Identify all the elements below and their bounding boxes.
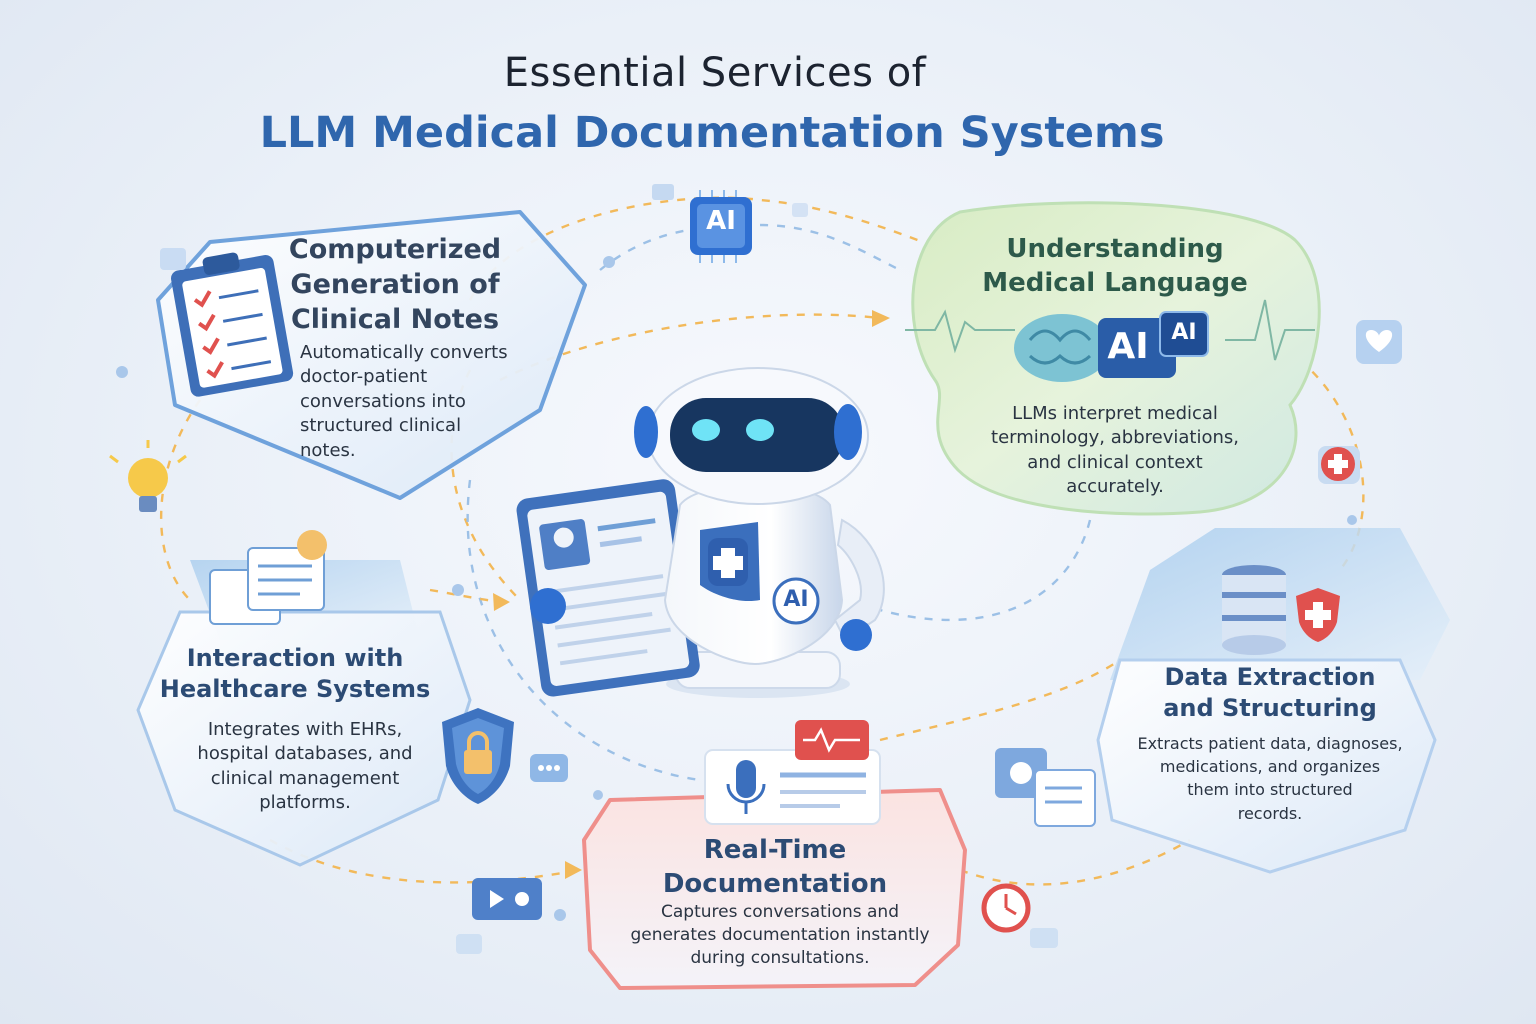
card-clinical-notes (156, 210, 587, 500)
robot-illustration (516, 367, 885, 698)
heartbeat-monitor-icon (795, 720, 869, 760)
card-healthcare-systems-frame (136, 610, 472, 867)
connector-bottom-arc (959, 838, 1191, 886)
real-time-description: Captures conversations and generates doc… (630, 902, 930, 969)
microphone-icon (704, 749, 881, 825)
data-extraction-title: Data Extraction and Structuring (1163, 663, 1377, 723)
heartbeat-line-icon (1225, 299, 1315, 361)
arrowhead (872, 310, 890, 327)
connector-center-ring (466, 479, 701, 782)
clipboard-checklist-icon (171, 252, 294, 397)
card-real-time (582, 720, 967, 990)
clinical-notes-title: Computerized Generation of Clinical Note… (288, 234, 502, 336)
path-dot (603, 256, 615, 268)
data-extraction-description: Extracts patient data, diagnoses, medica… (1137, 734, 1403, 823)
path-dot (452, 584, 464, 596)
page-title-line1: Essential Services of (503, 50, 927, 96)
real-time-title: Real-Time Documentation (662, 835, 888, 899)
clinical-notes-description: Automatically converts doctor-patient co… (300, 342, 508, 461)
card-data-extraction (1096, 528, 1450, 874)
ai-chip-icon (690, 190, 752, 263)
path-dot (593, 790, 603, 800)
healthcare-systems-title: Interaction with Healthcare Systems (159, 644, 431, 704)
robot-ai-badge (772, 577, 820, 625)
connector-left-inner (450, 369, 521, 601)
medical-language-description: LLMs interpret medical terminology, abbr… (991, 403, 1239, 498)
ai-chip-label: AI (706, 206, 736, 236)
small-square-icon (792, 203, 808, 217)
heartbeat-line-icon (905, 309, 1015, 354)
page-title-line2: LLM Medical Documentation Systems (259, 108, 1165, 158)
star-badge-icon (1030, 928, 1058, 948)
star-badge-icon (652, 184, 674, 200)
clock-icon (981, 883, 1031, 933)
documents-icon (209, 530, 327, 625)
database-icon (1222, 565, 1340, 655)
healthcare-systems-description: Integrates with EHRs, hospital databases… (197, 719, 413, 814)
star-badge-icon (160, 248, 186, 270)
connector-bottom-right (879, 659, 1121, 742)
brain-ai-icon (1014, 311, 1209, 382)
connector-notes-to-language (499, 313, 881, 382)
star-badge-icon (456, 934, 482, 954)
card-data-extraction-frame (1096, 658, 1437, 874)
chat-media-icon (472, 878, 542, 920)
connector-arc-top-inner (599, 223, 901, 272)
card-real-time-frame (582, 788, 967, 990)
brain-ai-label: AI (1107, 326, 1149, 367)
medical-cross-icon (1318, 446, 1360, 484)
path-dot (554, 909, 566, 921)
path-dot (116, 366, 128, 378)
clipboard-icon (516, 479, 700, 697)
brain-ai-small-label: AI (1171, 320, 1197, 345)
medical-language-title: Understanding Medical Language (982, 234, 1248, 298)
connector-right-inner (879, 519, 1092, 622)
connector-left-loop (160, 399, 201, 601)
robot-ai-badge-label: AI (783, 587, 809, 612)
card-healthcare-systems (136, 530, 568, 867)
lightbulb-icon (109, 440, 187, 512)
settings-document-icon (995, 748, 1096, 827)
shield-lock-icon (442, 708, 514, 804)
heart-icon (1356, 320, 1402, 364)
arrowhead (565, 861, 582, 879)
path-dot (1347, 515, 1357, 525)
arrowhead (493, 593, 510, 611)
card-medical-language (905, 201, 1321, 516)
